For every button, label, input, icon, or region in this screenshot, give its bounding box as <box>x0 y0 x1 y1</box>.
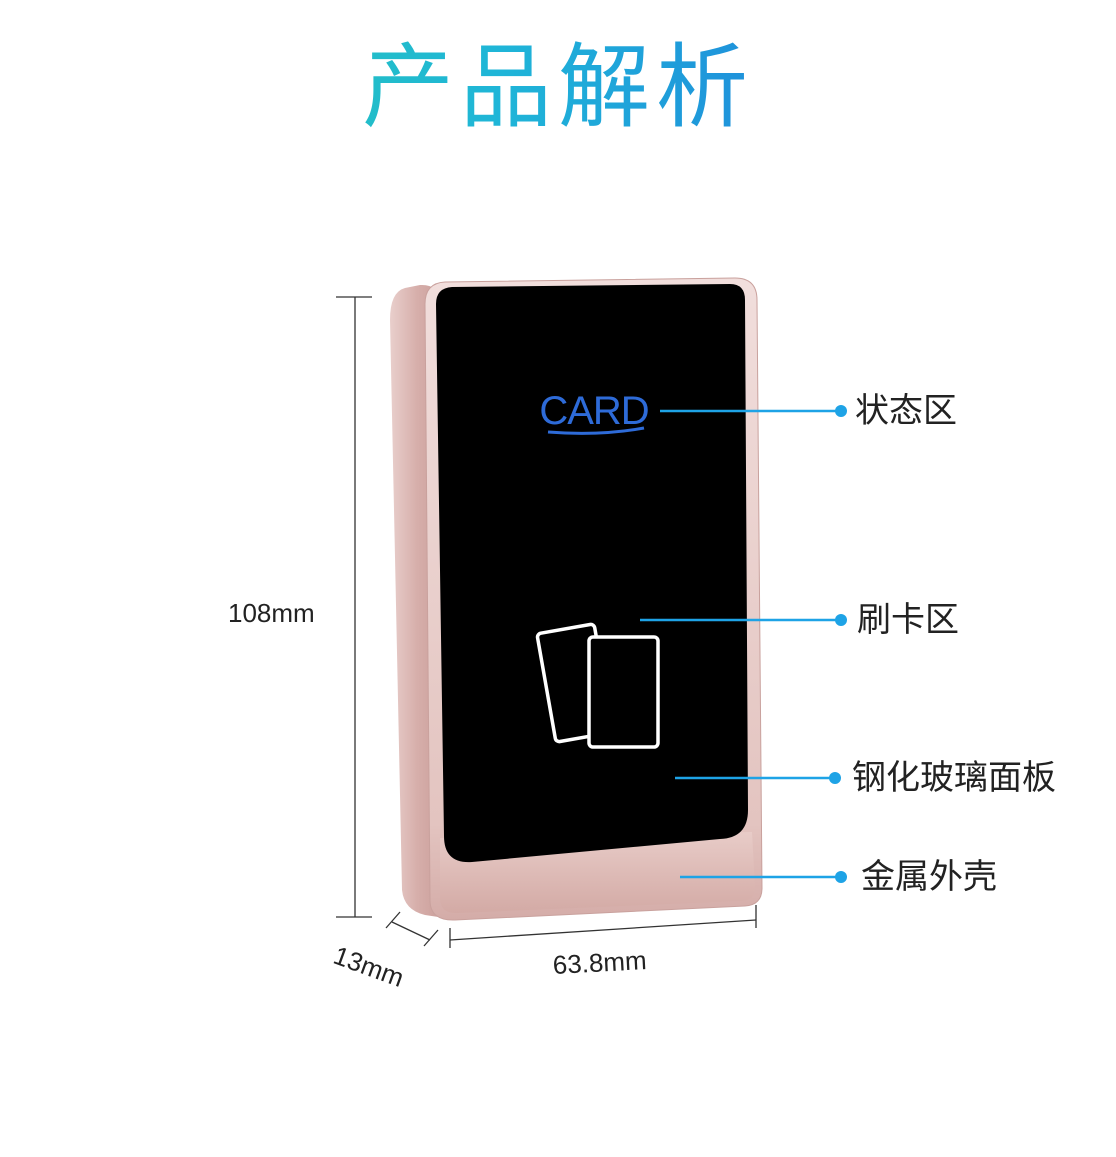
callout-lines <box>640 409 840 879</box>
callout-label-metal-shell: 金属外壳 <box>861 857 997 897</box>
card-indicator-text: CARD <box>539 389 648 433</box>
callout-dots <box>829 405 847 883</box>
card-indicator-underline <box>547 426 645 435</box>
dimension-label-width: 63.8mm <box>552 945 648 980</box>
card-swipe-icon <box>535 622 660 749</box>
callout-label-glass-panel: 钢化玻璃面板 <box>852 758 1056 798</box>
width-dimension <box>449 905 757 948</box>
glass-panel <box>436 284 748 863</box>
dimension-label-height: 108mm <box>228 598 315 628</box>
page-title: 产品解析 <box>0 28 1116 148</box>
callout-label-swipe-zone: 刷卡区 <box>857 600 959 640</box>
callout-label-status-zone: 状态区 <box>855 391 957 431</box>
height-dimension <box>336 296 372 918</box>
depth-dimension <box>385 911 439 947</box>
